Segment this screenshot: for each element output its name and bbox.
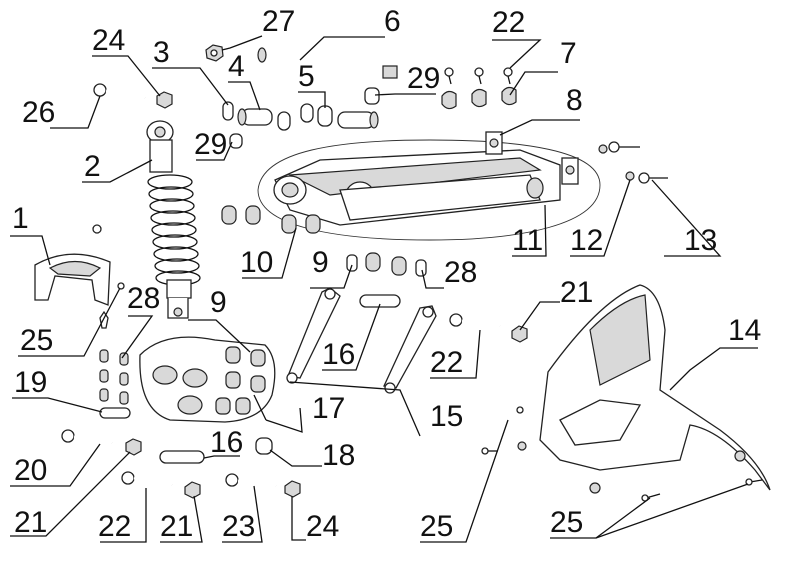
part-21-nut-lower [184, 481, 201, 499]
callout-20: 20 [14, 454, 47, 487]
part-16-spacer-upper [359, 294, 401, 308]
part-16-spacer-lower [159, 450, 205, 464]
callout-16-lower: 16 [210, 426, 243, 459]
callout-18: 18 [322, 439, 355, 472]
callout-28-top: 28 [444, 256, 477, 289]
callout-6: 6 [384, 5, 401, 38]
part-29-bushing [229, 133, 243, 149]
callout-21-top-right: 21 [560, 276, 593, 309]
callout-12: 12 [570, 224, 603, 257]
part-23-bolt [225, 473, 277, 488]
callout-22-top: 22 [492, 6, 525, 39]
part-20-bolt [61, 429, 113, 445]
callout-5: 5 [298, 60, 315, 93]
callout-25-lower-mid: 25 [420, 510, 453, 543]
part-22-bolt-mid [449, 313, 501, 328]
callout-9-mid: 9 [210, 286, 227, 319]
part-13-bolts [598, 141, 668, 184]
callout-labels: 27 6 22 7 8 24 3 4 5 29 26 29 2 1 10 9 2… [12, 5, 761, 543]
part-7-clips [441, 86, 517, 110]
part-28-bushings-top [346, 252, 427, 277]
callout-4: 4 [228, 50, 245, 83]
part-18-bushings [215, 346, 266, 415]
callout-25-left: 25 [20, 324, 53, 357]
callout-29-left: 29 [194, 128, 227, 161]
part-25-screws-left [99, 282, 125, 329]
part-21-nut-left [125, 438, 142, 456]
part-24-nut-top [156, 91, 173, 109]
callout-15: 15 [430, 400, 463, 433]
part-6-axle-bolt [257, 47, 398, 79]
callout-3: 3 [153, 36, 170, 69]
callout-8: 8 [566, 84, 583, 117]
part-28-bushings-column [99, 349, 129, 405]
callout-27: 27 [262, 5, 295, 38]
callout-24-lower: 24 [306, 510, 339, 543]
part-18-bushing-lower [255, 437, 273, 455]
callout-19: 19 [14, 366, 47, 399]
callout-9-top: 9 [312, 246, 329, 279]
part-2-shock-absorber [146, 120, 201, 319]
callout-25-lower-right: 25 [550, 506, 583, 539]
part-3-4-5-bushings [222, 87, 380, 131]
part-1-bracket [34, 224, 111, 306]
callout-21-lower: 21 [160, 510, 193, 543]
callout-22-lower: 22 [98, 510, 131, 543]
callout-28-left: 28 [127, 282, 160, 315]
part-8-swingarm [257, 131, 601, 241]
callout-23: 23 [222, 510, 255, 543]
callout-1: 1 [12, 202, 29, 235]
leader-lines [10, 35, 758, 543]
callout-10: 10 [240, 246, 273, 279]
part-10-bushings [221, 205, 321, 234]
callout-17: 17 [312, 392, 345, 425]
callout-13: 13 [684, 224, 717, 257]
part-27-nut [205, 44, 224, 62]
part-26-bolt [93, 83, 146, 100]
callout-29-right: 29 [407, 62, 440, 95]
part-24-nut-lower [284, 480, 301, 498]
part-22-bolt-lower [121, 471, 173, 487]
callout-16-upper: 16 [322, 338, 355, 371]
part-15-link-arms [286, 287, 437, 394]
part-22-screws-top [444, 67, 513, 85]
callout-24-top: 24 [92, 24, 125, 57]
callout-7: 7 [560, 37, 577, 70]
part-19-pin [99, 407, 131, 419]
callout-26: 26 [22, 96, 55, 129]
callout-14: 14 [728, 314, 761, 347]
callout-22-mid: 22 [430, 346, 463, 379]
part-21-nut-top [511, 325, 528, 343]
part-14-mudguard [517, 284, 771, 494]
callout-21-lower-left: 21 [14, 506, 47, 539]
callout-11: 11 [512, 224, 543, 257]
callout-2: 2 [84, 150, 101, 183]
